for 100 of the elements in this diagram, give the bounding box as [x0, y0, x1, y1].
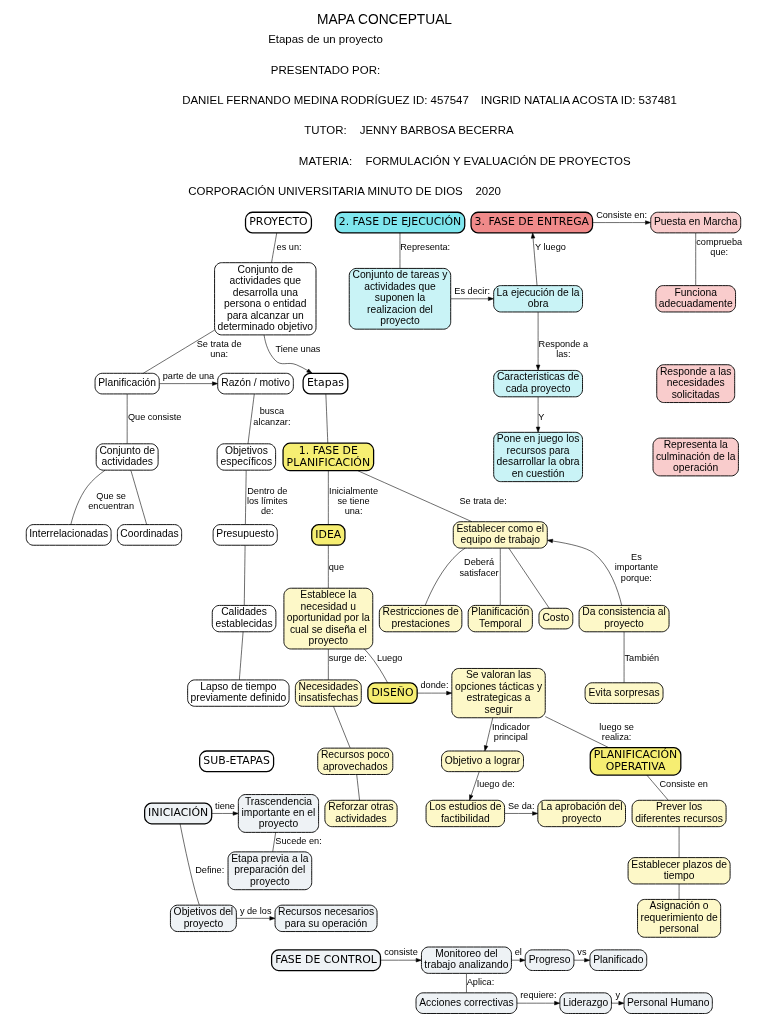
connector: [142, 329, 215, 374]
node-box: Objetivo a lograr: [440, 750, 524, 773]
label: INGRID NATALIA ACOSTA ID: 537481: [480, 93, 677, 106]
arrow: [573, 958, 590, 963]
node-box: Interrelacionadas: [25, 524, 112, 546]
edge-label: Indicador principal: [491, 721, 530, 742]
connector: [179, 823, 200, 906]
edge-label: Representa:: [399, 241, 450, 252]
edge-label: comprueba que:: [695, 236, 742, 258]
node-box: Lapso de tiempo previamente definido: [186, 679, 290, 707]
node-box: Prever los diferentes recursos: [631, 799, 727, 828]
connector: [244, 469, 246, 525]
arrow: [483, 717, 493, 752]
arrow: [510, 958, 525, 963]
node-box: Los estudios de factibilidad: [425, 799, 505, 828]
connector: [332, 706, 350, 749]
edge-label: Inicialmente se tiene una:: [328, 485, 378, 517]
edge-label: Aplica:: [466, 977, 494, 988]
label: MATERIA:: [298, 154, 352, 167]
edge-label: Que se encuentran: [87, 490, 134, 512]
edge-label: y: [614, 990, 620, 1001]
connector: [544, 716, 609, 748]
edge-label: Tiene unas: [274, 343, 320, 354]
connector: [271, 832, 276, 853]
node-box: Etapas: [302, 372, 348, 395]
connector: [270, 232, 277, 263]
arrow: [379, 958, 422, 963]
arrow: [416, 691, 452, 696]
node-box: Recursos poco aprovechados: [316, 747, 393, 775]
arrow: [535, 396, 540, 433]
connector: [327, 470, 329, 525]
arrow: [535, 311, 540, 371]
node-box: SUB-ETAPAS: [198, 750, 274, 773]
label: CORPORACIÓN UNIVERSITARIA MINUTO DE DIOS: [187, 185, 463, 198]
node-box: Se valoran las opciones tácticas y estrategicas a seguir: [450, 668, 546, 719]
connector: [465, 973, 467, 993]
edge-label: Dentro de los límites de:: [246, 485, 288, 517]
node-box: Costo: [538, 607, 573, 630]
edge-label: Consiste en: [659, 778, 708, 789]
arrow: [158, 381, 218, 386]
node-box: Personal Humano: [623, 992, 713, 1014]
connector: [126, 393, 127, 444]
node-box: La aprobación del proyecto: [536, 799, 626, 828]
arrow: [450, 296, 494, 301]
edge-label: Y luego: [534, 241, 566, 252]
node-box: La ejecución de la obra: [492, 285, 583, 313]
node-box: Acciones correctivas: [415, 992, 517, 1014]
edge-label: vs: [576, 947, 587, 958]
node-box: Monitoreo del trabajo analizando: [420, 946, 512, 974]
arrow: [235, 916, 275, 921]
connector: [499, 547, 501, 606]
diagram-title: MAPA CONCEPTUAL: [316, 11, 452, 27]
node-box: PROYECTO: [244, 211, 312, 234]
node-box: Conjunto de actividades que desarrolla una persona o entidad para alcanzar un determinado objetivo: [213, 262, 316, 336]
edge-label: Se trata de:: [458, 495, 507, 506]
node-box: Planificación Temporal: [467, 604, 533, 633]
connector: [678, 826, 679, 858]
node-box: Razón / motivo: [216, 372, 294, 395]
connector: [399, 232, 400, 269]
edge-label: el: [514, 947, 522, 958]
edge-label: Se trata de una:: [196, 338, 242, 360]
node-box: Etapa previa a la preparación del proyecto: [227, 851, 312, 891]
label: 2020: [474, 185, 501, 198]
connector: [325, 393, 328, 444]
node-box: DISEÑO: [366, 682, 418, 705]
arrow: [263, 334, 312, 374]
node-box: Puesta en Marcha: [649, 211, 741, 234]
edge-label: surge de:: [328, 652, 367, 663]
label: DANIEL FERNANDO MEDINA RODRÍGUEZ ID: 457547: [181, 93, 469, 106]
connector: [646, 775, 669, 801]
label: PRESENTADO POR:: [270, 63, 380, 76]
arrow: [546, 538, 622, 606]
arrow: [468, 771, 479, 801]
connector: [238, 631, 243, 681]
node-box: INICIACIÓN: [143, 802, 212, 825]
node-box: Representa la culminación de la operación: [652, 437, 739, 477]
connector: [70, 469, 105, 525]
edge-label: parte de una: [162, 370, 214, 381]
node-box: Pone en juego los recursos para desarrollar la obra en cuestión: [492, 431, 583, 483]
node-box: Establece la necesidad u oportunidad por la cual se diseña el proyecto: [282, 587, 373, 650]
edge-label: Sucede en:: [274, 836, 322, 847]
connector: [694, 232, 696, 286]
edge-label: Y: [537, 411, 544, 422]
edge-label: Luego: [376, 652, 402, 663]
edge-label: luego de:: [476, 778, 515, 789]
connector: [355, 774, 360, 801]
edge-label: y de los: [239, 905, 271, 916]
node-box: Coordinadas: [116, 524, 182, 546]
node-box: Progreso: [524, 949, 574, 971]
edge-label: requiere:: [519, 990, 556, 1001]
edge-label: También: [624, 652, 659, 663]
node-box: Objetivos del proyecto: [169, 904, 237, 932]
arrow: [516, 1001, 560, 1006]
node-box: 1. FASE DE PLANIFICACIÓN: [281, 442, 374, 472]
node-box: Presupuesto: [212, 524, 278, 546]
edge-label: Deberá satisfacer: [458, 557, 499, 578]
node-box: Trascendencia importante en el proyecto: [237, 794, 319, 833]
node-box: Calidades establecidas: [211, 604, 276, 633]
node-box: FASE DE CONTROL: [270, 949, 381, 972]
node-box: Evita sorpresas: [584, 682, 663, 704]
